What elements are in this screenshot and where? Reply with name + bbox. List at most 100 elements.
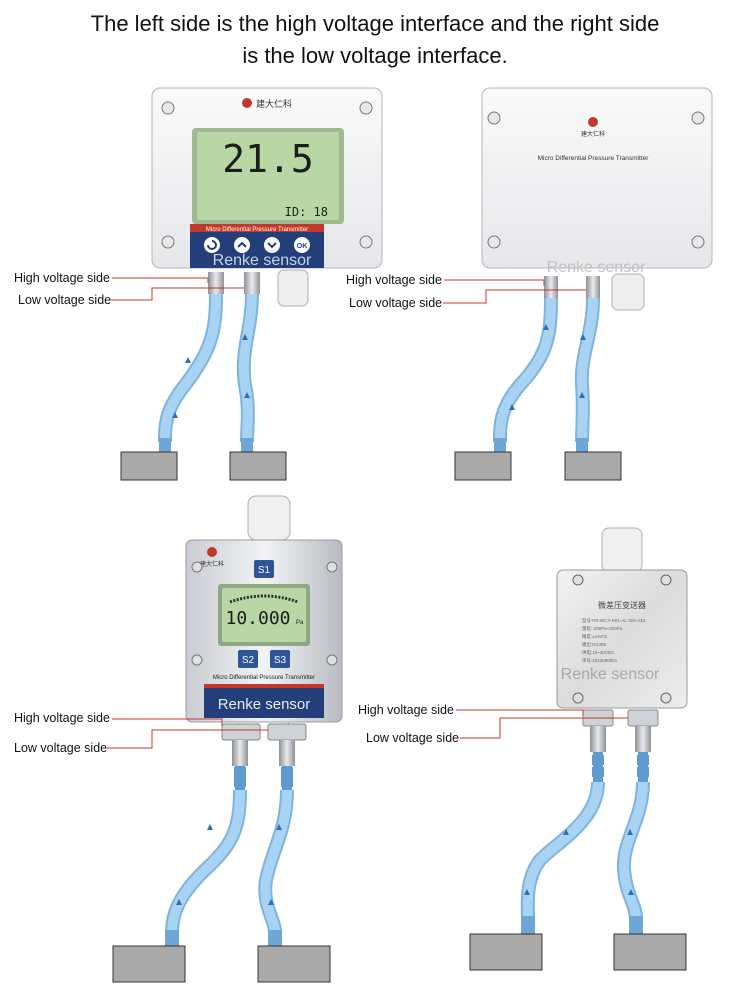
- svg-text:型号:RS-WCY-N01-AL-200-A10: 型号:RS-WCY-N01-AL-200-A10: [582, 617, 646, 624]
- low-port: [586, 276, 600, 298]
- cable-gland: [277, 269, 309, 307]
- s1-key: [254, 560, 274, 578]
- page-title: The left side is the high voltage interf…: [0, 8, 750, 72]
- title-line-2: is the low voltage interface.: [242, 43, 508, 68]
- device-2-logo: 建大仁科: [581, 130, 605, 138]
- low-port: [627, 709, 659, 727]
- high-hose: [493, 297, 558, 443]
- device-1-model: Micro Differential Pressure Transmitter: [206, 227, 308, 233]
- device-1-brand: Renke sensor: [213, 252, 312, 269]
- arrow-up-icon: [543, 324, 549, 330]
- device-3-lcd: [222, 588, 306, 642]
- screw-icon: [326, 561, 338, 573]
- leader-line: [112, 718, 223, 726]
- screw-icon: [660, 692, 672, 704]
- screw-icon: [326, 654, 338, 666]
- up-chevron-icon: [237, 241, 247, 248]
- svg-text:量程:-200Pa~200Pa: 量程:-200Pa~200Pa: [582, 625, 623, 632]
- pressure-point-box: [613, 933, 687, 971]
- device-2-brand: Renke sensor: [547, 259, 646, 276]
- title-line-1: The left side is the high voltage interf…: [90, 11, 660, 36]
- pressure-point-box: [229, 451, 287, 481]
- pressure-point-box: [120, 451, 178, 481]
- screw-icon: [161, 101, 175, 115]
- leader-line: [111, 287, 244, 301]
- low-port: [244, 272, 260, 294]
- device-1-low-label: Low voltage side: [18, 293, 111, 307]
- svg-text:供电:10~30VDC: 供电:10~30VDC: [582, 649, 615, 656]
- screw-icon: [487, 235, 501, 249]
- svg-text:序号:2023090001: 序号:2023090001: [582, 657, 618, 664]
- screw-icon: [191, 654, 203, 666]
- pressure-point-box: [564, 451, 622, 481]
- arrow-up-icon: [509, 404, 515, 410]
- back-arrow-icon: [207, 240, 217, 250]
- back-button-icon: [204, 237, 220, 253]
- device-4-plate-title: 微差压变送器: [598, 600, 646, 610]
- device-4-brand: Renke sensor: [561, 666, 660, 683]
- device-1-lcd: [197, 132, 339, 220]
- arrow-up-icon: [176, 899, 182, 905]
- pressure-point-box: [112, 945, 186, 983]
- arrow-up-icon: [579, 392, 585, 398]
- screw-icon: [660, 574, 672, 586]
- screw-icon: [691, 111, 705, 125]
- arrow-up-icon: [268, 899, 274, 905]
- pressure-point-box: [469, 933, 543, 971]
- device-2-low-label: Low voltage side: [349, 296, 442, 310]
- leader-line: [107, 729, 268, 749]
- up-button-icon: [234, 237, 250, 253]
- arrow-up-icon: [628, 889, 634, 895]
- logo-icon: [242, 98, 252, 108]
- device-2-model: Micro Differential Pressure Transmitter: [538, 155, 650, 162]
- screw-icon: [161, 235, 175, 249]
- s3-key: [270, 650, 290, 668]
- screw-icon: [487, 111, 501, 125]
- down-chevron-icon: [267, 242, 277, 249]
- cable-gland: [247, 495, 291, 541]
- device-3-logo: 建大仁科: [200, 560, 224, 568]
- s1-key-label: S1: [258, 565, 271, 576]
- low-port: [267, 723, 307, 741]
- device-3-unit: Pa: [296, 620, 304, 626]
- device-3-high-label: High voltage side: [14, 711, 110, 725]
- device-1-logo: 建大仁科: [256, 98, 292, 109]
- svg-text:精度:±1%FS: 精度:±1%FS: [582, 633, 607, 640]
- high-hose: [158, 293, 223, 443]
- pressure-point-box: [454, 451, 512, 481]
- high-port: [544, 276, 558, 298]
- arrow-up-icon: [185, 357, 191, 363]
- logo-icon: [207, 547, 217, 557]
- leader-line: [443, 289, 586, 304]
- device-4-high-label: High voltage side: [358, 703, 454, 717]
- device-1-lcd-transmitter: 建大仁科 21.5 ID: 18 Micro Differential Pres…: [14, 87, 383, 481]
- device-4-plate-transmitter: 微差压变送器 型号:RS-WCY-N01-AL-200-A10 量程:-200P…: [358, 527, 688, 971]
- screw-icon: [359, 101, 373, 115]
- arrow-up-icon: [563, 829, 569, 835]
- screw-icon: [359, 235, 373, 249]
- svg-text:OK: OK: [297, 243, 308, 250]
- high-hose: [520, 781, 605, 919]
- s2-key-label: S2: [242, 655, 255, 666]
- model-strip: [190, 224, 324, 232]
- device-3-keypad-transmitter: 建大仁科 S1 10.000 Pa S2 S3 Micro Differenti…: [14, 495, 343, 983]
- brand-panel: [204, 688, 324, 718]
- device-2-housing: [481, 87, 713, 269]
- leader-line: [444, 279, 545, 286]
- device-4-low-label: Low voltage side: [366, 731, 459, 745]
- screw-icon: [572, 574, 584, 586]
- arrow-up-icon: [524, 889, 530, 895]
- accent-strip: [204, 684, 324, 688]
- down-button-icon: [264, 237, 280, 253]
- leader-line: [456, 709, 584, 716]
- screw-icon: [191, 561, 203, 573]
- device-3-model: Micro Differential Pressure Transmitter: [213, 675, 315, 681]
- leader-line: [112, 277, 209, 283]
- arrow-up-icon: [276, 824, 282, 830]
- screw-icon: [691, 235, 705, 249]
- device-3-brand: Renke sensor: [218, 696, 311, 713]
- device-3-low-label: Low voltage side: [14, 741, 107, 755]
- device-1-high-label: High voltage side: [14, 271, 110, 285]
- arrow-up-icon: [172, 412, 178, 418]
